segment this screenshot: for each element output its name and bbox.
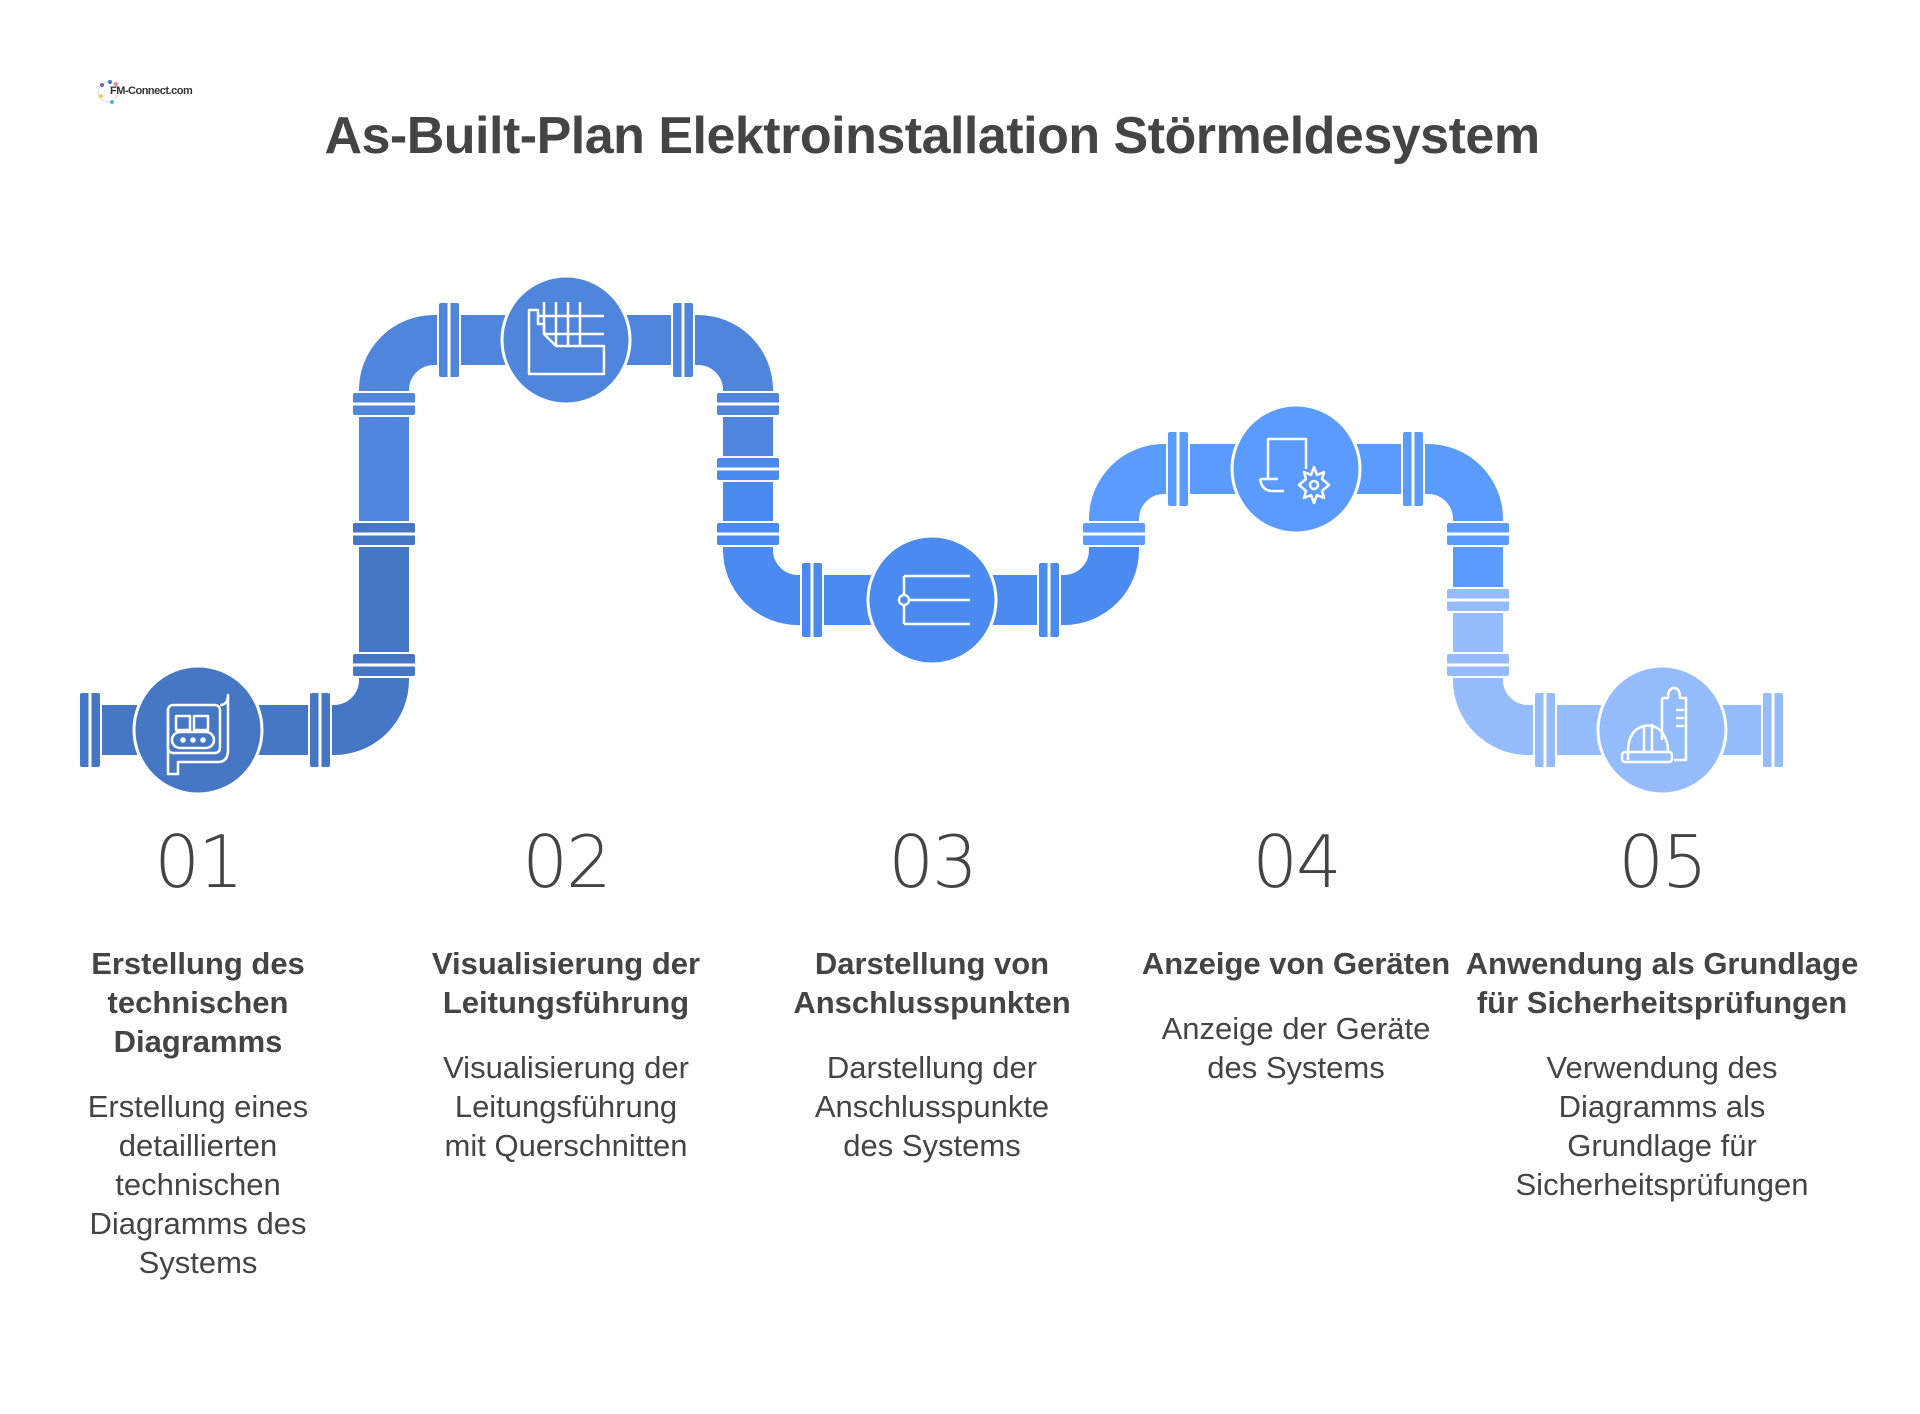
step-description-line: Visualisierung der — [443, 1050, 689, 1085]
step-title: Anwendung als Grundlage für Sicherheitspr… — [1462, 944, 1862, 1022]
pipe-flange — [715, 456, 781, 482]
pipe-flange — [1761, 691, 1785, 769]
pipe-flange — [1037, 561, 1061, 639]
pipe-flange — [1445, 587, 1511, 613]
pipe-flange — [351, 652, 417, 678]
blueprint-icon — [166, 693, 230, 776]
step-number: 01 — [154, 820, 244, 904]
step-title-line: Diagramms — [113, 1024, 283, 1059]
step-description-line: detaillierten — [118, 1128, 278, 1163]
step-title-line: Darstellung von — [814, 946, 1050, 981]
page-title: As-Built-Plan Elektroinstallation Störme… — [324, 107, 1540, 165]
step-title-line: Visualisierung der — [431, 946, 701, 981]
pipe-flange — [78, 691, 102, 769]
step-title-line: Anwendung als Grundlage — [1465, 946, 1859, 981]
step-title-line: Erstellung des — [91, 946, 305, 981]
step-description-line: Leitungsführung — [454, 1089, 678, 1124]
pipe-flange — [671, 301, 695, 379]
step-number: 04 — [1252, 820, 1342, 904]
step-description-line: Darstellung der — [826, 1050, 1038, 1085]
step-description-line: Anzeige der Geräte — [1161, 1011, 1431, 1046]
pipe-flange — [715, 521, 781, 547]
step-number: 02 — [522, 820, 612, 904]
step-node-04 — [1230, 403, 1362, 535]
pipe-flange — [1081, 521, 1147, 547]
connection-point-icon — [897, 574, 970, 626]
step-description-line: Diagramms als — [1558, 1089, 1766, 1124]
pipe-segment-5 — [1453, 600, 1776, 755]
step-title-line: für Sicherheitsprüfungen — [1476, 985, 1848, 1020]
pipe-flange — [1445, 521, 1511, 547]
step-description-line: Verwendung des — [1546, 1050, 1778, 1085]
pipe-flange — [351, 521, 417, 547]
step-description: Anzeige der Geräte des Systems — [1096, 1009, 1496, 1087]
logo-text: FM-Connect.com — [110, 85, 193, 97]
fm-connect-logo — [97, 80, 119, 104]
step-title-line: Anzeige von Geräten — [1141, 946, 1451, 981]
pipe-segment-1 — [86, 534, 409, 755]
pipe-flange — [351, 391, 417, 417]
device-settings-icon — [1258, 437, 1331, 505]
step-title-line: technischen — [107, 985, 289, 1020]
step-description-line: Diagramms des — [89, 1206, 307, 1241]
pipe-flange — [800, 561, 824, 639]
step-title-line: Anschlusspunkten — [793, 985, 1071, 1020]
step-description: Erstellung eines detaillierten technischen… — [0, 1087, 398, 1282]
step-description-line: technischen — [115, 1167, 281, 1202]
pipe-flange — [1445, 652, 1511, 678]
step-description-line: des Systems — [1207, 1050, 1385, 1085]
pipe-flange — [1166, 430, 1190, 508]
pipe-flange — [715, 391, 781, 417]
step-number: 03 — [888, 820, 978, 904]
step-title-line: Leitungsführung — [442, 985, 690, 1020]
step-description-line: Sicherheitsprüfungen — [1515, 1167, 1809, 1202]
step-description-line: Erstellung eines — [87, 1089, 309, 1124]
floor-plan-icon — [527, 302, 606, 376]
step-description-line: Grundlage für — [1567, 1128, 1757, 1163]
step-description-line: Systems — [138, 1245, 258, 1280]
pipe-flange — [1533, 691, 1557, 769]
step-title: Anzeige von Geräten — [1096, 944, 1496, 983]
step-description-line: mit Querschnitten — [444, 1128, 688, 1163]
step-description-line: Anschlusspunkte — [814, 1089, 1050, 1124]
step-description-line: des Systems — [843, 1128, 1021, 1163]
pipe-flange — [1401, 430, 1425, 508]
step-number: 05 — [1618, 820, 1708, 904]
step-node-02 — [500, 274, 632, 406]
step-node-05 — [1596, 664, 1728, 796]
step-node-03 — [866, 534, 998, 666]
step-node-01 — [132, 664, 264, 796]
pipe-flange — [308, 691, 332, 769]
pipe-flange — [437, 301, 461, 379]
